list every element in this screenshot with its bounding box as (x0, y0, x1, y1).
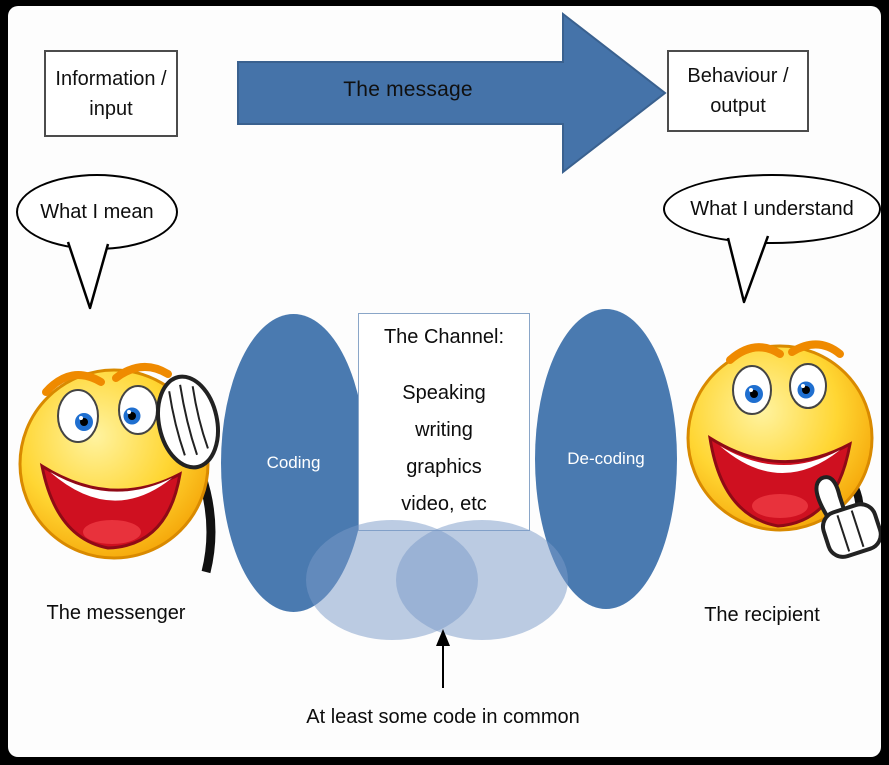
messenger-smiley-image (18, 363, 220, 574)
messenger-bubble-tail (66, 241, 110, 310)
common-code-caption: At least some code in common (306, 706, 580, 728)
coding-label: Coding (266, 453, 321, 472)
recipient-smiley-image (686, 340, 881, 559)
channel-title: The Channel: (383, 326, 505, 348)
recipient-caption: The recipient (704, 604, 820, 626)
input-box: Information / input (44, 50, 178, 137)
channel-box: The Channel: Speaking writing graphics v… (358, 313, 530, 531)
message-arrow (237, 11, 667, 175)
decoding-label: De-coding (567, 449, 645, 468)
diagram-canvas: Information / input Behaviour / output T… (8, 6, 881, 757)
message-arrow-label: The message (343, 78, 473, 101)
channel-content: Speaking writing graphics video, etc (401, 382, 487, 515)
common-code-ellipse-right (396, 520, 568, 640)
messenger-speech-bubble: What I mean (16, 174, 178, 250)
common-code-arrow (436, 629, 450, 688)
recipient-speech-bubble: What I understand (663, 174, 881, 244)
output-box: Behaviour / output (667, 50, 809, 132)
messenger-caption: The messenger (46, 602, 186, 624)
recipient-bubble-tail (726, 235, 770, 304)
